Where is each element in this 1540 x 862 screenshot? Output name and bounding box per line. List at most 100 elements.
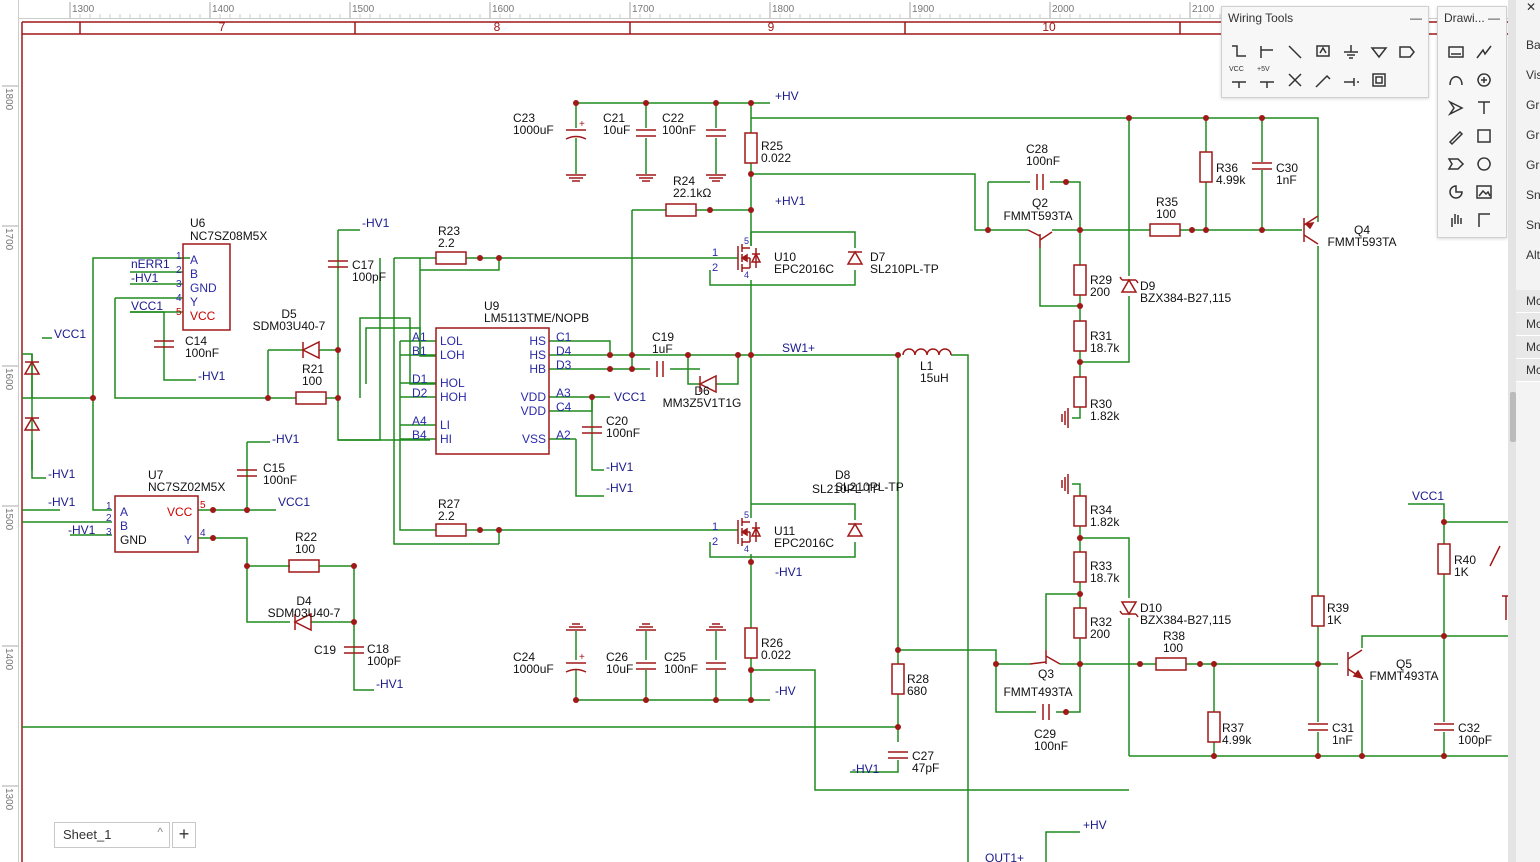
arrow-icon[interactable] — [1445, 97, 1467, 119]
probe-icon[interactable] — [1312, 69, 1334, 91]
bus-icon[interactable] — [1256, 41, 1278, 63]
polarity-mark: + — [579, 119, 585, 130]
drawing-tools-panel[interactable]: Drawi...— — [1437, 6, 1507, 238]
wiring-tools-panel[interactable]: Wiring Tools— VCC+5V — [1221, 6, 1429, 98]
junction — [1359, 753, 1365, 759]
wire-icon[interactable] — [1228, 41, 1250, 63]
junction — [1315, 753, 1321, 759]
ruler-label: 2000 — [1052, 4, 1075, 15]
ellipse-icon[interactable] — [1473, 153, 1495, 175]
resistor-value: 100 — [1163, 641, 1183, 655]
resistor-value: 100 — [295, 542, 315, 556]
text-icon[interactable] — [1473, 97, 1495, 119]
junction — [748, 171, 754, 177]
capacitor-ref: C15 — [263, 461, 285, 475]
sheet-tab[interactable]: Sheet_1 ^ — [54, 822, 170, 848]
properties-item[interactable]: Sn — [1526, 188, 1540, 202]
diode-ref: D9 — [1140, 279, 1156, 293]
junction — [1211, 753, 1217, 759]
pin-number: 1 — [712, 247, 718, 259]
wire — [32, 257, 190, 399]
ground-icon[interactable] — [1340, 41, 1362, 63]
properties-item[interactable]: Vis — [1526, 68, 1540, 82]
net-label: OUT1+ — [985, 851, 1024, 862]
vcc-icon[interactable]: VCC — [1228, 66, 1250, 91]
resistor-ref: R26 — [761, 636, 783, 650]
capacitor-ref: C19 — [652, 330, 674, 344]
ruler-label: 1600 — [492, 4, 515, 15]
pencil-icon[interactable] — [1445, 125, 1467, 147]
resistor-value: 18.7k — [1090, 341, 1120, 355]
net-port-icon[interactable] — [1368, 41, 1390, 63]
diode-value: SDM03U40-7 — [268, 606, 341, 620]
ic-pin-number: B1 — [412, 344, 427, 358]
properties-item[interactable]: Gr — [1526, 158, 1540, 172]
add-sheet-button[interactable]: + — [172, 822, 196, 848]
ic-pin-number: B4 — [412, 428, 427, 442]
image-icon[interactable] — [1445, 41, 1467, 63]
circle-pin-icon[interactable] — [1473, 69, 1495, 91]
properties-subitem[interactable]: Mc — [1516, 336, 1540, 359]
sheet-name: Sheet_1 — [63, 827, 112, 842]
line-icon[interactable] — [1473, 41, 1495, 63]
wire — [751, 669, 1129, 791]
bus-entry-icon-glyph — [1288, 45, 1302, 59]
properties-subitem[interactable]: Mc — [1516, 313, 1540, 336]
corner-icon[interactable] — [1473, 209, 1495, 231]
diode-null — [23, 416, 41, 431]
properties-item[interactable]: Gr — [1526, 128, 1540, 142]
circle-pin-icon-glyph — [1477, 73, 1491, 87]
arc-icon[interactable] — [1445, 69, 1467, 91]
transistor-q4 — [1303, 234, 1319, 245]
plus5v-icon[interactable]: +5V — [1256, 66, 1278, 91]
capacitor-value: 100nF — [664, 662, 698, 676]
capacitor-value: 100nF — [263, 473, 297, 487]
mosfet-arrow — [740, 253, 748, 263]
transistor-value: FMMT493TA — [1003, 685, 1072, 699]
grid-column-label: 7 — [219, 20, 226, 34]
properties-item[interactable]: Gr — [1526, 98, 1540, 112]
picture-icon[interactable] — [1473, 181, 1495, 203]
splitter-handle[interactable] — [1510, 392, 1516, 442]
properties-item[interactable]: Sn — [1526, 218, 1540, 232]
no-connect-icon[interactable] — [1284, 69, 1306, 91]
wire — [751, 117, 1319, 222]
minimize-icon[interactable]: — — [1488, 11, 1500, 25]
diode-ref: D10 — [1140, 601, 1162, 615]
pie-icon[interactable] — [1445, 181, 1467, 203]
net-flag-icon[interactable] — [1396, 41, 1418, 63]
minimize-icon[interactable]: — — [1410, 11, 1422, 25]
net-label: VCC1 — [278, 495, 310, 509]
resistor-r26 — [744, 627, 758, 659]
plus5v-icon-glyph — [1260, 81, 1274, 88]
junction — [1197, 661, 1203, 667]
properties-item[interactable]: Ba — [1526, 38, 1540, 52]
ic-pin-number: A4 — [412, 414, 427, 428]
properties-subitem[interactable]: Mc — [1516, 359, 1540, 382]
block-icon[interactable] — [1368, 69, 1390, 91]
resistor-ref: R40 — [1454, 553, 1476, 567]
diode-value: SDM03U40-7 — [253, 319, 326, 333]
polygon-icon[interactable] — [1445, 153, 1467, 175]
resistor-value: 200 — [1090, 285, 1110, 299]
capacitor-value: 1uF — [652, 342, 673, 356]
net-label-icon[interactable] — [1312, 41, 1334, 63]
pin-icon[interactable] — [1340, 69, 1362, 91]
transistor-q2 — [1039, 231, 1053, 241]
properties-subitem[interactable]: Mc — [1516, 290, 1540, 313]
ruler-label: 1800 — [3, 88, 14, 111]
rectangle-icon[interactable] — [1473, 125, 1495, 147]
net-label: VCC1 — [54, 327, 86, 341]
hand-icon[interactable] — [1445, 209, 1467, 231]
properties-item[interactable]: Alt — [1526, 248, 1540, 262]
chevron-up-icon[interactable]: ^ — [157, 825, 163, 839]
resistor-r22 — [288, 559, 320, 573]
bus-entry-icon[interactable] — [1284, 41, 1306, 63]
close-icon[interactable]: ✕ — [1525, 0, 1536, 14]
resistor-ref: R37 — [1222, 721, 1244, 735]
ruler-label: 1900 — [912, 4, 935, 15]
resistor-value: 100 — [302, 374, 322, 388]
